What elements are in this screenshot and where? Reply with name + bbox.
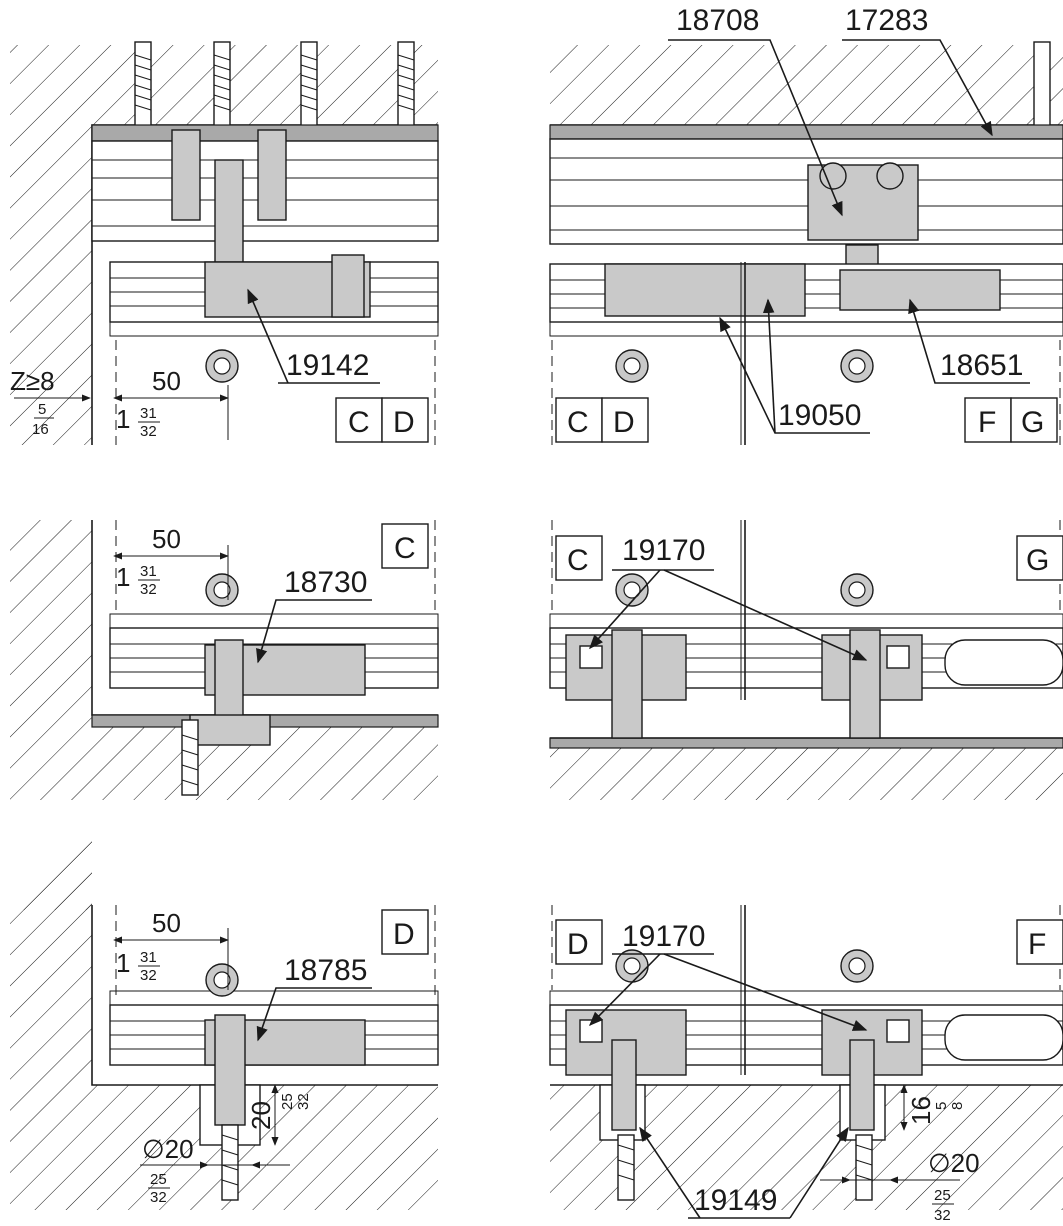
part-number-19170: 19170 [622,920,705,953]
panel-bottom-left: 50 1 31 32 18785 D 20 25 32 ∅20 25 32 [10,825,439,1210]
dim-in-whole: 1 [116,948,130,978]
top-rail [549,138,1063,245]
dim-z-in-den: 16 [32,421,49,438]
depth-16: 16 [906,1096,936,1125]
ceiling-hatch [550,45,1063,125]
dim-in-num: 31 [140,949,157,966]
diameter-20: ∅20 [928,1148,980,1178]
part-number-19149: 19149 [694,1184,777,1217]
box-g: G [1021,406,1044,439]
dia-in-den: 32 [150,1189,167,1206]
panel-mid-right: C G 19170 [549,520,1063,800]
box-d: D [613,406,635,439]
damper-18651 [839,269,1001,311]
dim-50: 50 [152,524,181,554]
stopper-19050 [604,263,806,317]
box-d: D [393,406,415,439]
box-g: G [1026,544,1049,577]
panel-top-right: 18708 17283 18651 19050 C D F G [549,4,1063,445]
part-number-19170: 19170 [622,534,705,567]
dim-in-den: 32 [140,967,157,984]
depth-in-num: 5 [933,1102,950,1110]
part-number-18708: 18708 [676,4,759,37]
dim-in-whole: 1 [116,404,130,434]
dim-in-den: 32 [140,581,157,598]
depth-in-den: 8 [949,1102,966,1110]
diameter-20: ∅20 [142,1134,194,1164]
part-number-18785: 18785 [284,954,367,987]
panel-bottom-right: D F 19170 19149 16 5 8 ∅20 25 32 [549,905,1063,1224]
floor-hatch [92,1085,438,1210]
box-c: C [567,406,589,439]
floor-hatch [550,1085,1063,1210]
dim-50: 50 [152,366,181,396]
dim-z-label: Z≥8 [10,366,55,396]
box-c: C [394,532,416,565]
box-c: C [567,544,589,577]
box-c: C [348,406,370,439]
dim-50: 50 [152,908,181,938]
wall-hatch [10,905,92,1210]
dia-in-num: 25 [150,1171,167,1188]
part-number-18730: 18730 [284,566,367,599]
panel-top-left: 19142 Z≥8 5 16 50 1 31 32 C D [10,41,439,445]
depth-in-num: 25 [279,1093,296,1110]
box-d: D [567,928,589,961]
dim-z-in-num: 5 [38,401,46,418]
dia-in-num: 25 [934,1187,951,1204]
part-number-19050: 19050 [778,399,861,432]
dim-in-whole: 1 [116,562,130,592]
depth-in-den: 32 [295,1093,312,1110]
part-number-18651: 18651 [940,349,1023,382]
dia-in-den: 32 [934,1207,951,1224]
floor-hatch [550,745,1063,800]
dim-in-den: 32 [140,423,157,440]
part-number-17283: 17283 [845,4,928,37]
box-d: D [393,918,415,951]
part-number-19142: 19142 [286,349,369,382]
box-f: F [978,406,996,439]
dim-in-num: 31 [140,563,157,580]
box-f: F [1028,928,1046,961]
dim-in-num: 31 [140,405,157,422]
wall-floor-hatch [10,520,438,800]
depth-20: 20 [246,1101,276,1130]
panel-mid-left: 50 1 31 32 18730 C [10,520,439,800]
